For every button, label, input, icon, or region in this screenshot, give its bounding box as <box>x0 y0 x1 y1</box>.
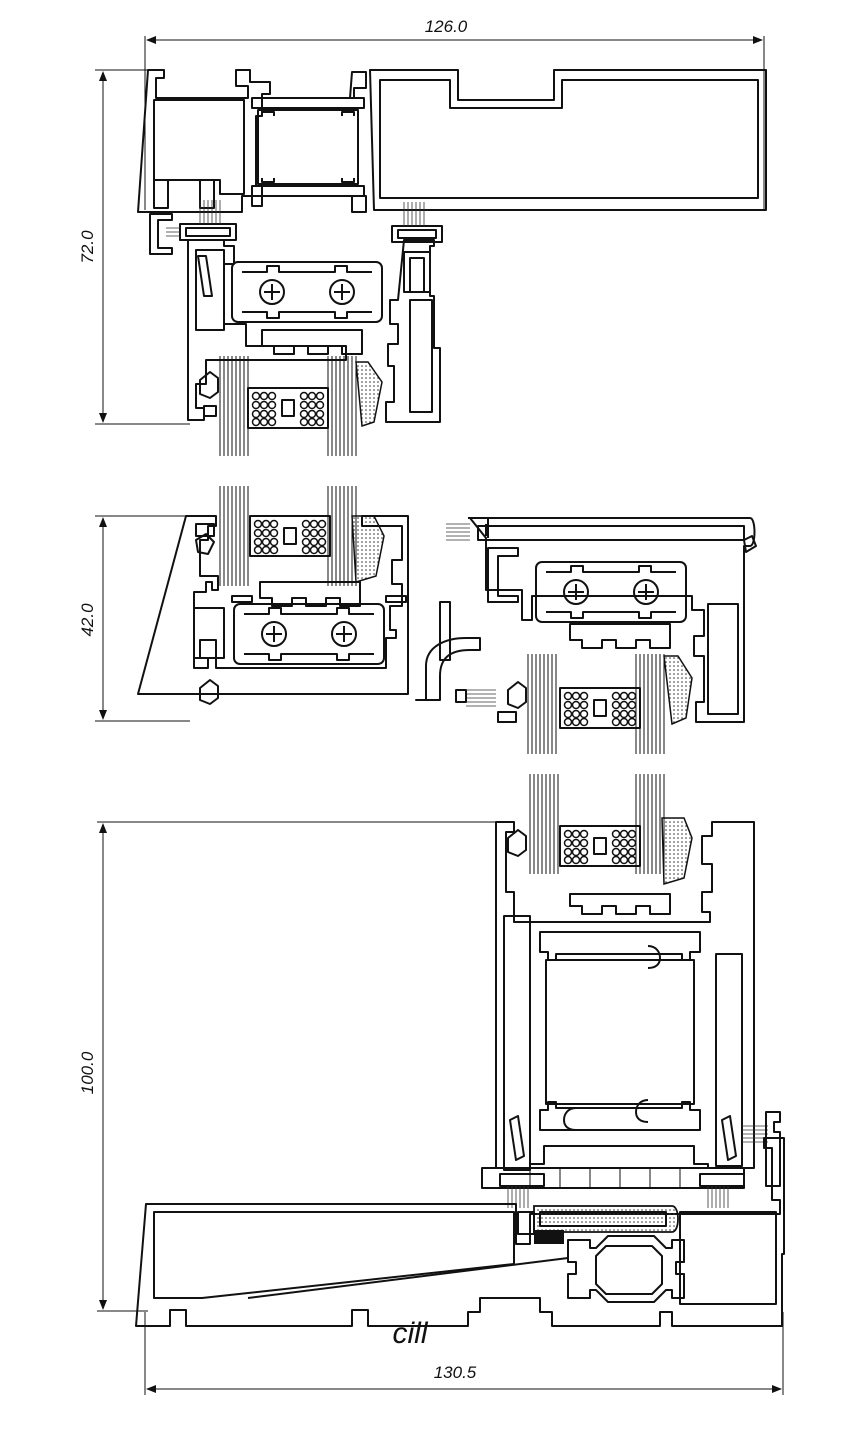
mullion-glazing-left <box>219 485 385 587</box>
dim-cill-height-label: 100.0 <box>78 1051 97 1094</box>
dim-head-height-label: 72.0 <box>78 230 97 264</box>
mullion-right-sash-frame <box>469 517 756 723</box>
cill-section <box>135 773 785 1327</box>
dim-head-height: 72.0 <box>78 69 190 425</box>
head-section <box>137 69 767 457</box>
head-glazing <box>199 355 383 457</box>
head-frame-right-box <box>369 69 767 211</box>
head-thermal-break <box>231 261 383 323</box>
section-caption: cill <box>393 1317 429 1350</box>
dim-top-width-label: 126.0 <box>425 17 468 36</box>
cill-sash-frame <box>495 821 755 1169</box>
head-gasket-right <box>391 202 443 243</box>
cill-seal-block <box>534 1230 564 1244</box>
cill-glazing <box>507 773 693 885</box>
dim-bottom-width-label: 130.5 <box>434 1363 477 1382</box>
mullion-left-frame <box>137 515 409 695</box>
mullion-glazing-right <box>497 653 693 755</box>
cill-threshold-plate <box>481 1167 745 1189</box>
mullion-thermal-break-right <box>535 561 687 623</box>
dim-cill-height: 100.0 <box>78 821 497 1312</box>
cill-outer-extrusion <box>135 1137 785 1327</box>
head-frame-left-profile <box>137 69 271 213</box>
cill-gasket-left <box>499 1173 545 1208</box>
cill-gasket-right <box>699 1173 745 1208</box>
dim-mullion-height: 42.0 <box>78 515 190 722</box>
mullion-section <box>137 485 757 755</box>
cill-seal-strip <box>533 1205 679 1233</box>
mullion-thermal-break-left <box>233 603 385 665</box>
dim-bottom-width: 130.5 <box>144 1312 784 1395</box>
cill-thermal-break <box>567 1235 685 1303</box>
dim-top-width: 126.0 <box>144 17 765 210</box>
dim-mullion-height-label: 42.0 <box>78 603 97 637</box>
